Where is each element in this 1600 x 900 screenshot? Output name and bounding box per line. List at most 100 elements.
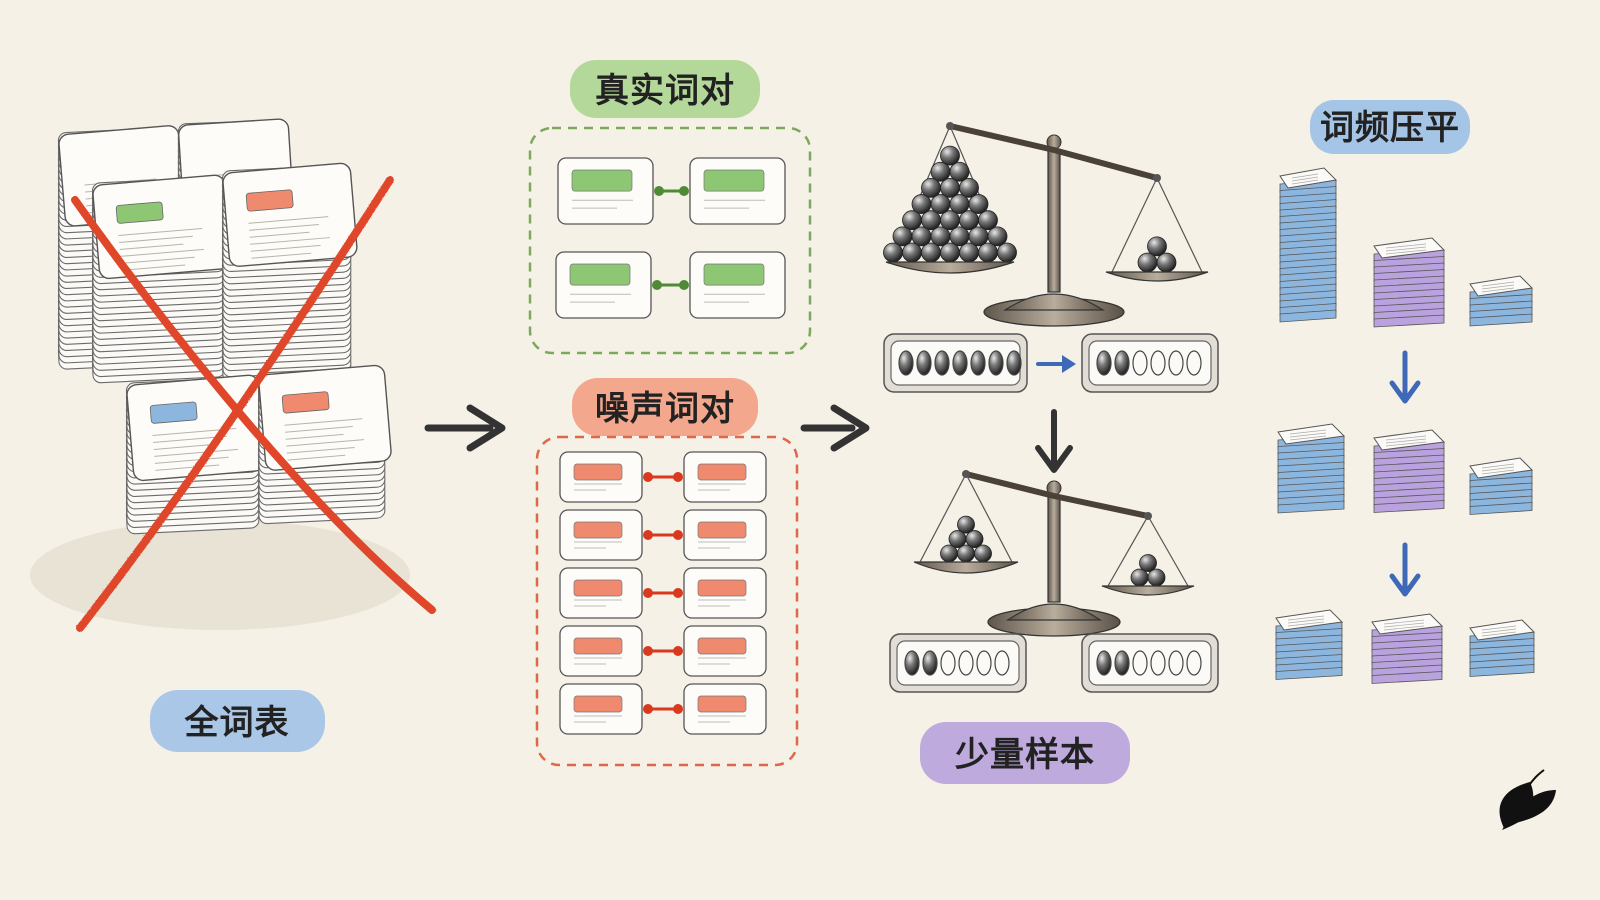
weight-ball [1137, 252, 1158, 273]
weight-ball [940, 242, 960, 263]
paper-stacks [57, 118, 392, 535]
true-pairs-list [555, 157, 786, 319]
counter-top-right [1081, 333, 1219, 393]
scale-pan-left [913, 561, 1019, 574]
word-card-right [689, 251, 786, 319]
weight-ball [959, 210, 979, 231]
vocab-label: 全词表 [150, 690, 325, 752]
true-pairs-section: 真实词对 [528, 60, 812, 355]
frequency-stack [1279, 167, 1338, 323]
arrow-right-icon [800, 404, 870, 452]
word-pair [555, 251, 786, 319]
counter-slot-empty [1132, 650, 1148, 676]
word-card-right [683, 509, 767, 561]
counter-slot-empty [1150, 650, 1166, 676]
counter-slot-filled [1114, 650, 1130, 676]
word-card-left [559, 683, 643, 735]
butterfly-logo-icon [1499, 769, 1556, 830]
scale-pan-right [1101, 585, 1195, 596]
counter-slot-filled [952, 350, 968, 376]
counter-top-left [883, 333, 1028, 393]
arrow-down-icon [1389, 350, 1421, 404]
weight-ball [902, 242, 922, 263]
weight-ball [883, 242, 903, 263]
counter-slot-empty [994, 650, 1010, 676]
weight-ball [987, 226, 1008, 247]
paper-stack [91, 174, 232, 384]
counter-slot-empty [1168, 650, 1184, 676]
weight-ball [949, 226, 970, 247]
word-card-right [683, 683, 767, 735]
counter-slot-filled [922, 650, 938, 676]
weight-ball [940, 210, 960, 231]
counter-bottom-left [889, 633, 1027, 693]
weight-ball [921, 177, 941, 198]
frequency-stack [1373, 429, 1446, 513]
word-pair [559, 683, 767, 735]
stack-top-sheet [1371, 613, 1444, 635]
counter-slot-filled [916, 350, 932, 376]
counter-slot-empty [958, 650, 974, 676]
scale-post [1047, 495, 1061, 603]
counter-slot-filled [988, 350, 1004, 376]
noise-pairs-section: 噪声词对 [535, 378, 799, 767]
counter-slot-filled [1096, 350, 1112, 376]
counter-slot-empty [1132, 350, 1148, 376]
weight-ball [930, 226, 951, 247]
counter-slot-filled [904, 650, 920, 676]
counter-slot-empty [1186, 350, 1202, 376]
word-pair [557, 157, 786, 225]
balance-scale-icon [883, 122, 1209, 327]
counter-slot-filled [1006, 350, 1022, 376]
paper-stack [221, 162, 358, 384]
word-card-right [689, 157, 786, 225]
frequency-stack [1275, 609, 1344, 680]
noise-pairs-list [559, 451, 767, 735]
word-card-right [683, 567, 767, 619]
paper-top-card [258, 364, 392, 471]
frequency-stack [1277, 423, 1346, 514]
word-card-right [683, 625, 767, 677]
word-card-left [559, 509, 643, 561]
weight-ball [930, 194, 951, 214]
weight-ball [965, 530, 984, 548]
word-card-left [559, 625, 643, 677]
counter-slot-empty [940, 650, 956, 676]
arrow-right-icon [1036, 355, 1076, 373]
weight-ball [940, 177, 960, 198]
word-card-left [559, 451, 643, 503]
weight-ball [940, 145, 960, 166]
weight-ball [949, 194, 970, 214]
true-pairs-label: 真实词对 [595, 71, 735, 111]
frequency-stacks [1275, 167, 1536, 684]
few-samples-text: 少量样本 [955, 735, 1095, 775]
scale-pan-right [1105, 271, 1209, 282]
arrow-down-icon [1389, 542, 1421, 597]
word-card-left [557, 157, 654, 225]
weight-ball [892, 226, 913, 247]
stack-top-sheet [1279, 167, 1338, 189]
frequency-stack [1469, 275, 1534, 327]
weight-ball [949, 161, 970, 182]
weight-ball [921, 242, 941, 263]
counter-slot-empty [1168, 350, 1184, 376]
vocab-label-text: 全词表 [184, 703, 290, 743]
freq-flatten-section: 词频压平 [1275, 100, 1536, 684]
weight-ball [911, 194, 932, 214]
weight-ball [930, 161, 951, 182]
balance-scale-icon [913, 470, 1195, 637]
word-pair [559, 567, 767, 619]
word-pair [559, 625, 767, 677]
counter-slot-empty [1150, 350, 1166, 376]
weight-ball [959, 177, 979, 198]
stack-shadow [30, 520, 410, 630]
paper-top-card [92, 174, 232, 280]
word-pair [559, 451, 767, 503]
counter-slot-filled [898, 350, 914, 376]
scale-pan-left [885, 261, 1015, 274]
paper-top-card [222, 162, 358, 267]
weight-ball [968, 194, 989, 214]
frequency-stack [1373, 237, 1446, 328]
